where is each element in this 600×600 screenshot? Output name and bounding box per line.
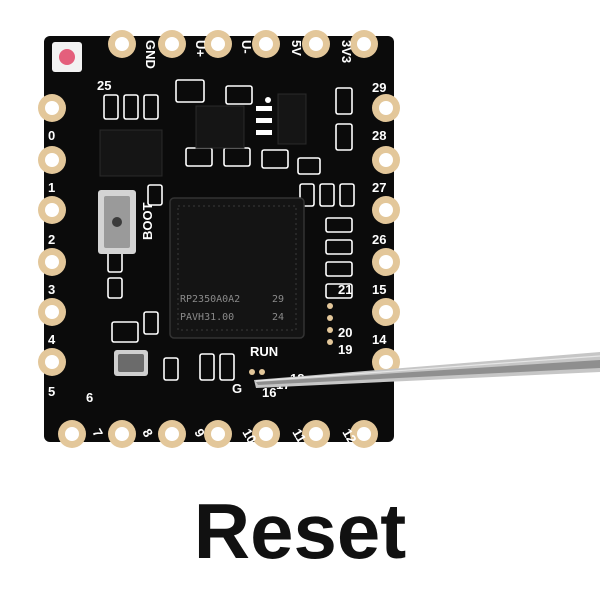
top-label-gnd-0: GND — [143, 40, 158, 69]
pad-bottom-3-hole — [211, 427, 225, 441]
pad-left-1-hole — [45, 153, 59, 167]
left-label-1: 1 — [48, 180, 55, 195]
bottom-label-11: 11 — [289, 426, 309, 445]
right-label-29: 29 — [372, 80, 386, 95]
corner-label: 25 — [97, 78, 111, 93]
pad-right-1-hole — [379, 153, 393, 167]
pad-left-3-hole — [45, 255, 59, 269]
right-label-28: 28 — [372, 128, 386, 143]
probe-label-16: 16 — [262, 385, 276, 400]
pad-right-4-hole — [379, 305, 393, 319]
pad-left-4-hole — [45, 305, 59, 319]
pad-top-2-hole — [211, 37, 225, 51]
bottom-label-10: 10 — [239, 426, 259, 446]
chip-pins — [256, 97, 272, 135]
left-label-2: 2 — [48, 232, 55, 247]
pad-top-3-hole — [259, 37, 273, 51]
pad-left-5-hole — [45, 355, 59, 369]
top-label-u-1: U+ — [193, 40, 208, 57]
pad-left-2-hole — [45, 203, 59, 217]
pad-right-5-hole — [379, 355, 393, 369]
inner-label-19: 19 — [338, 342, 352, 357]
chip-text-line2: PAVH31.00 — [180, 312, 234, 323]
pad-bottom-4-hole — [259, 427, 273, 441]
rgb-led-lens — [59, 49, 75, 65]
left-label-4: 4 — [48, 332, 56, 347]
inner-label-20: 20 — [338, 325, 352, 340]
pad-top-4-hole — [309, 37, 323, 51]
chip-text-line2-suffix: 24 — [272, 312, 284, 323]
pad-bottom-1-hole — [115, 427, 129, 441]
chip-text-line1-suffix: 29 — [272, 294, 284, 305]
right-label-27: 27 — [372, 180, 386, 195]
right-label-26: 26 — [372, 232, 386, 247]
bottom-label-6: 6 — [86, 390, 93, 405]
pad-right-2-hole — [379, 203, 393, 217]
regulator-chip — [195, 105, 245, 149]
right-label-14: 14 — [372, 332, 387, 347]
pad-left-0-hole — [45, 101, 59, 115]
top-label-u-2: U- — [239, 40, 254, 54]
pad-bottom-6-hole — [357, 427, 371, 441]
pad-right-0-hole — [379, 101, 393, 115]
pad-bottom-0-hole — [65, 427, 79, 441]
pad-bottom-5-hole — [309, 427, 323, 441]
inner-test-pads — [249, 303, 333, 375]
pad-top-1-hole — [165, 37, 179, 51]
caption-reset: Reset — [193, 487, 407, 575]
pad-bottom-2-hole — [165, 427, 179, 441]
chip-text-line1: RP2350A0A2 — [180, 294, 240, 305]
run-label: RUN — [250, 344, 278, 359]
inner-label-21: 21 — [338, 282, 352, 297]
flash-chip — [99, 129, 163, 177]
top-label-5v-3: 5V — [289, 40, 304, 56]
bottom-label-12: 12 — [339, 426, 359, 446]
small-components — [103, 79, 355, 381]
pad-top-5-hole — [357, 37, 371, 51]
boot-label: BOOT — [140, 202, 155, 240]
mcu-chip — [169, 197, 305, 339]
probe-tool — [254, 352, 600, 388]
pad-right-3-hole — [379, 255, 393, 269]
mosfet-chip — [277, 93, 307, 145]
left-label-3: 3 — [48, 282, 55, 297]
left-label-5: 5 — [48, 384, 55, 399]
g-label: G — [232, 381, 242, 396]
pad-top-0-hole — [115, 37, 129, 51]
castellated-pads — [38, 30, 400, 448]
left-label-0: 0 — [48, 128, 55, 143]
right-label-15: 15 — [372, 282, 386, 297]
top-label-3v3-4: 3V3 — [339, 40, 354, 63]
